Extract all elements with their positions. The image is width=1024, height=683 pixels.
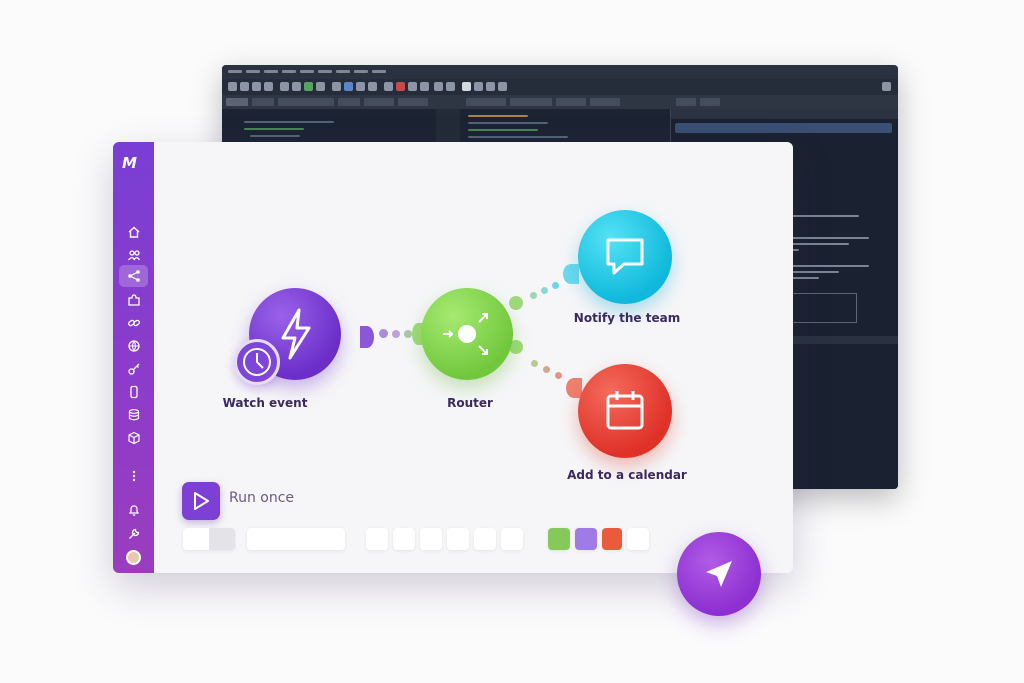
link-dot (543, 366, 550, 373)
toggle-switch[interactable] (183, 528, 235, 550)
router-output-connector (509, 296, 523, 310)
notify-input-connector (563, 264, 579, 284)
link-dot (541, 287, 548, 294)
puzzle-icon[interactable] (124, 290, 143, 309)
toolbar-field[interactable] (247, 528, 345, 550)
box-icon[interactable] (124, 428, 143, 447)
swatch-white[interactable] (627, 528, 649, 550)
toolbar-button[interactable] (393, 528, 415, 550)
bell-icon[interactable] (124, 500, 143, 519)
share-nodes-icon[interactable] (119, 265, 148, 287)
database-icon[interactable] (124, 405, 143, 424)
ide-tabs (222, 95, 898, 109)
trigger-connector (360, 326, 374, 348)
chat-bubble-icon (606, 238, 644, 275)
app-logo[interactable]: M (122, 154, 137, 172)
swatch-red[interactable] (602, 528, 622, 550)
more-icon[interactable] (124, 466, 143, 485)
key-icon[interactable] (124, 359, 143, 378)
toolbar-button[interactable] (501, 528, 523, 550)
ide-toolbar (222, 79, 898, 95)
calendar-label: Add to a calendar (567, 468, 687, 482)
avatar[interactable] (126, 550, 141, 565)
trigger-label: Watch event (222, 396, 308, 410)
users-icon[interactable] (124, 245, 143, 264)
router-label: Router (447, 396, 493, 410)
swatch-green[interactable] (548, 528, 570, 550)
router-output-connector (509, 340, 523, 354)
link-dot (531, 360, 538, 367)
run-once-label: Run once (229, 490, 295, 506)
toolbar-button[interactable] (474, 528, 496, 550)
notify-label: Notify the team (573, 311, 681, 325)
calendar-icon (606, 391, 644, 430)
link-dot (530, 292, 537, 299)
paper-plane-icon (706, 561, 732, 587)
phone-icon[interactable] (124, 382, 143, 401)
share-button[interactable] (677, 532, 761, 616)
swatch-purple[interactable] (575, 528, 597, 550)
lightning-icon (281, 308, 311, 360)
toolbar-button[interactable] (420, 528, 442, 550)
schedule-clock[interactable] (234, 339, 280, 385)
router-module[interactable] (421, 288, 513, 380)
globe-icon[interactable] (124, 336, 143, 355)
sidebar: M (113, 142, 154, 573)
play-icon (194, 492, 209, 510)
link-dot (404, 330, 412, 338)
link-dot (552, 282, 559, 289)
home-icon[interactable] (124, 222, 143, 241)
link-dot (555, 372, 562, 379)
calendar-module[interactable] (578, 364, 672, 458)
calendar-input-connector (566, 378, 582, 398)
wrench-icon[interactable] (124, 524, 143, 543)
link-icon[interactable] (124, 313, 143, 332)
ide-menubar (222, 65, 898, 79)
toolbar-button[interactable] (366, 528, 388, 550)
router-icon (443, 313, 488, 355)
scenario-editor-window: M (113, 142, 793, 573)
run-once-button[interactable] (182, 482, 220, 520)
link-dot (379, 329, 388, 338)
link-dot (392, 330, 400, 338)
clock-icon (243, 348, 271, 376)
notify-module[interactable] (578, 210, 672, 304)
toolbar-button[interactable] (447, 528, 469, 550)
